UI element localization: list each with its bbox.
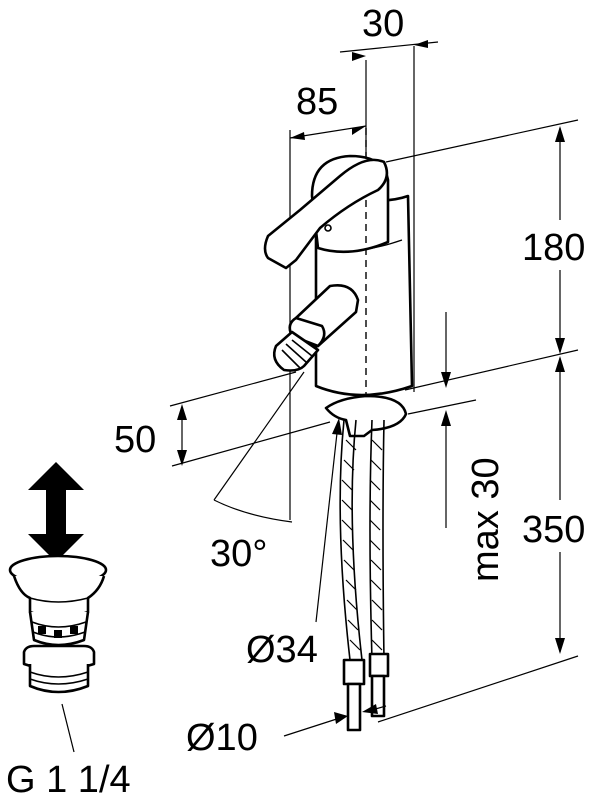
label-spout-height: 50 bbox=[114, 419, 156, 461]
dimension-spout-height: 50 bbox=[114, 371, 331, 467]
label-reach: 85 bbox=[296, 81, 338, 123]
bidet-mixer-tap-icon bbox=[263, 128, 414, 438]
supply-hoses bbox=[339, 419, 390, 732]
dimension-height: 180 350 bbox=[377, 119, 585, 723]
dimension-deck-thickness: max 30 bbox=[407, 312, 507, 582]
label-angle: 30° bbox=[210, 533, 267, 575]
label-height-upper: 180 bbox=[522, 227, 585, 269]
dimension-angle: 30° bbox=[210, 371, 305, 575]
dimension-hole-diameter: Ø34 bbox=[246, 418, 342, 671]
label-width-top: 30 bbox=[362, 3, 404, 45]
label-waste-thread: G 1 1/4 bbox=[6, 759, 131, 800]
label-hose-diameter: Ø10 bbox=[186, 717, 258, 759]
dimension-hose-diameter: Ø10 bbox=[186, 704, 387, 759]
up-down-arrow-icon bbox=[28, 462, 84, 562]
label-height-lower: 350 bbox=[522, 509, 585, 551]
dimension-width-top: 30 bbox=[339, 3, 439, 392]
pop-up-waste-icon bbox=[8, 554, 108, 753]
label-hole-diameter: Ø34 bbox=[246, 629, 318, 671]
label-deck-thickness: max 30 bbox=[465, 457, 507, 582]
